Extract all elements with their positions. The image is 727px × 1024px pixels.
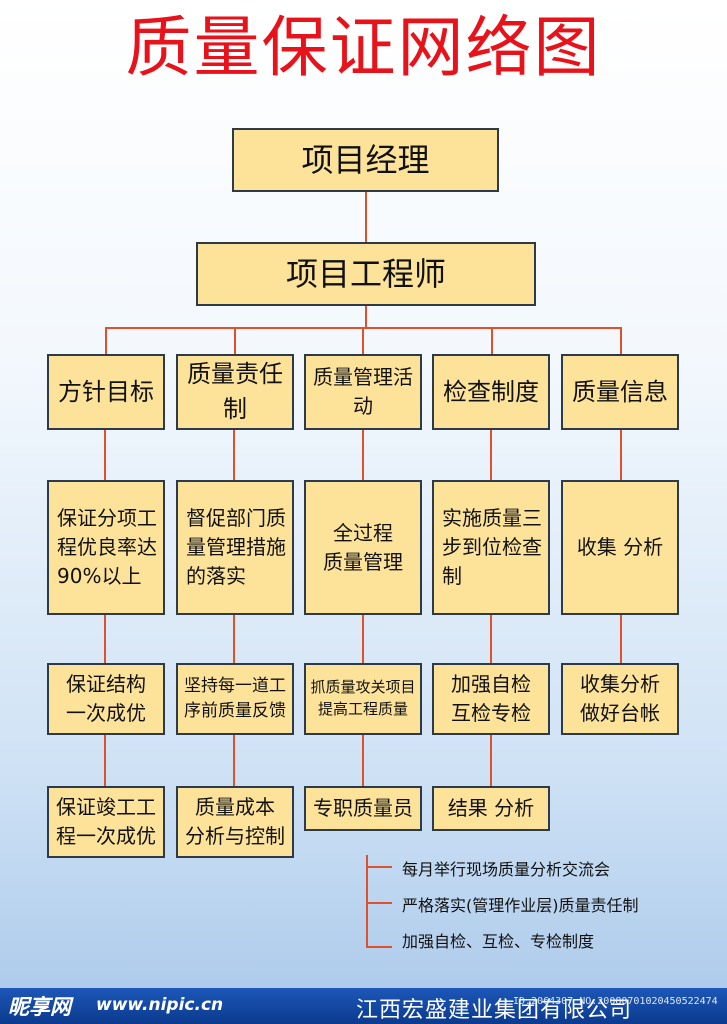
column-header-box: 质量管理活动 (304, 354, 422, 430)
column-header-box: 质量责任制 (176, 354, 294, 430)
project-manager-box: 项目经理 (232, 128, 499, 192)
connector-line (362, 327, 364, 354)
project-engineer-label: 项目工程师 (285, 254, 446, 293)
detail-label: 质量成本 分析与控制 (185, 795, 285, 848)
detail-box: 实施质量三 步到位检查 制 (432, 480, 550, 615)
column-header-label: 检查制度 (443, 377, 539, 406)
site-url[interactable]: www.nipic.cn (96, 995, 224, 1015)
detail-box: 保证分项工 程优良率达 90%以上 (47, 480, 165, 615)
detail-box: 抓质量攻关项目 提高工程质量 (304, 663, 422, 735)
column-header-label: 质量信息 (572, 377, 668, 406)
detail-label: 收集 分析 (576, 535, 664, 559)
connector-line (491, 327, 493, 354)
project-manager-label: 项目经理 (301, 140, 430, 179)
company-name: 江西宏盛建业集团有限公司 (356, 998, 633, 1023)
connector-line (366, 902, 392, 904)
connector-line (620, 327, 622, 354)
detail-box: 质量成本 分析与控制 (176, 786, 294, 858)
column-header-box: 质量信息 (561, 354, 679, 430)
note-text: 每月举行现场质量分析交流会 (402, 860, 611, 879)
detail-label: 督促部门质 量管理措施 的落实 (186, 506, 286, 588)
footer-bar: 昵享网 www.nipic.cn 江西宏盛建业集团有限公司 ID:2064307… (0, 988, 727, 1024)
connector-line (365, 192, 367, 242)
detail-label: 保证结构 一次成优 (66, 672, 146, 725)
detail-label: 坚持每一道工 序前质量反馈 (184, 676, 286, 721)
detail-box: 督促部门质 量管理措施 的落实 (176, 480, 294, 615)
detail-label: 保证分项工 程优良率达 90%以上 (57, 506, 157, 588)
detail-box: 坚持每一道工 序前质量反馈 (176, 663, 294, 735)
image-code: ID:2064307 NO:20080701020450522474 (513, 996, 718, 1007)
detail-box: 收集 分析 (561, 480, 679, 615)
column-header-label: 质量管理活动 (313, 365, 413, 418)
note-text: 严格落实(管理作业层)质量责任制 (402, 896, 639, 915)
detail-label: 结果 分析 (447, 796, 535, 820)
detail-label: 保证竣工工 程一次成优 (56, 795, 156, 848)
detail-box: 结果 分析 (432, 786, 550, 831)
connector-line (366, 866, 392, 868)
detail-label: 抓质量攻关项目 提高工程质量 (310, 678, 416, 718)
connector-line (366, 946, 392, 948)
detail-box: 保证结构 一次成优 (47, 663, 165, 735)
project-engineer-box: 项目工程师 (196, 242, 536, 306)
detail-box: 全过程 质量管理 (304, 480, 422, 615)
connector-line (365, 306, 367, 328)
detail-box: 专职质量员 (304, 786, 422, 831)
column-header-box: 检查制度 (432, 354, 550, 430)
detail-label: 收集分析 做好台帐 (580, 672, 660, 725)
note-text: 加强自检、互检、专检制度 (402, 932, 595, 951)
detail-label: 加强自检 互检专检 (451, 672, 531, 725)
detail-box: 保证竣工工 程一次成优 (47, 786, 165, 858)
connector-line (366, 855, 368, 948)
site-logo: 昵享网 (8, 995, 71, 1019)
detail-box: 加强自检 互检专检 (432, 663, 550, 735)
column-header-label: 方针目标 (58, 377, 154, 406)
detail-box: 收集分析 做好台帐 (561, 663, 679, 735)
page-title: 质量保证网络图 (125, 9, 602, 86)
detail-label: 全过程 质量管理 (323, 520, 403, 574)
connector-line (234, 327, 236, 354)
connector-line (105, 327, 107, 354)
detail-label: 实施质量三 步到位检查 制 (442, 506, 542, 588)
column-header-label: 质量责任制 (187, 360, 283, 423)
detail-label: 专职质量员 (313, 796, 413, 820)
column-header-box: 方针目标 (47, 354, 165, 430)
